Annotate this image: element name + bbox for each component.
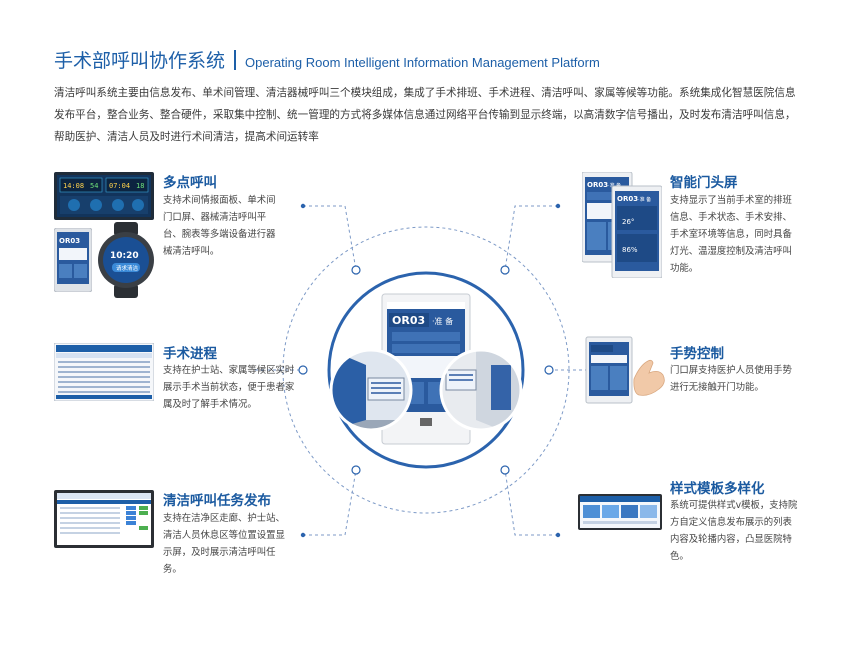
- panel-digit-3: 07:04: [109, 182, 130, 190]
- panel-digit-4: 18: [136, 182, 144, 190]
- node-dot: [544, 365, 554, 375]
- connector-template: [504, 469, 558, 536]
- intro-paragraph: 清洁呼叫系统主要由信息发布、单术间管理、清洁器械呼叫三个模块组成，集成了手术排班…: [54, 87, 796, 143]
- cleaning-task-screen-image: [54, 490, 154, 548]
- hand-icon: [633, 359, 665, 396]
- feature-title-door: 智能门头屏: [670, 175, 738, 191]
- feature-title-template: 样式模板多样化: [670, 481, 765, 497]
- feature-title-progress: 手术进程: [163, 346, 217, 362]
- title-divider: [234, 50, 237, 70]
- door-humidity: 86%: [622, 246, 638, 254]
- feature-title-cleaning: 清洁呼叫任务发布: [163, 493, 271, 509]
- feature-title-multi-call: 多点呼叫: [163, 175, 217, 191]
- node-dot: [298, 365, 308, 375]
- panel-digit-1: 14:08: [63, 182, 84, 190]
- door-temperature: 26°: [622, 218, 634, 226]
- node-dot: [500, 265, 510, 275]
- door-room-number-front: OR03: [587, 181, 608, 189]
- feature-desc-gesture: 门口屏支持医护人员使用手势进行无接触开门功能。: [670, 365, 792, 393]
- feature-desc-template: 系统可提供样式v模板，支持院方自定义信息发布展示的列表内容及轮播内容，凸显医院特…: [670, 500, 798, 562]
- feature-desc-multi-call: 支持术间情报面板、单术间门口屏、器械清洁呼叫平台、腕表等多端设备进行器械清洁呼叫…: [163, 195, 276, 257]
- door-status-back: ·准 备: [638, 196, 651, 203]
- feature-desc-progress: 支持在护士站、家属等候区实时展示手术当前状态，便于患者家属及时了解手术情况。: [163, 365, 295, 410]
- smartwatch-device-image: 10:20 请求清洁: [98, 222, 154, 298]
- door-tablet-device-image: OR03: [54, 228, 92, 292]
- feature-title-gesture: 手势控制: [670, 346, 724, 362]
- template-screen-image: [578, 494, 662, 530]
- hub-room-number: OR03: [392, 314, 425, 327]
- connector-cleaning: [303, 469, 357, 536]
- hub-room-status: ·准 备: [432, 316, 453, 326]
- page-subtitle: Operating Room Intelligent Information M…: [245, 55, 600, 70]
- connector-door: [504, 205, 558, 271]
- feature-desc-door: 支持显示了当前手术室的排班信息、手术状态、手术安排、手术室环境等信息，同时具备灯…: [670, 195, 792, 274]
- gesture-control-image: [585, 336, 665, 404]
- watch-call-label: 请求清洁: [116, 264, 139, 272]
- door-screen-device-image: OR03 ·准 备 OR03 ·准 备 26° 86%: [582, 172, 662, 278]
- node-dot: [351, 465, 361, 475]
- progress-screen-image: [54, 343, 154, 401]
- node-dot: [500, 465, 510, 475]
- call-panel-device-image: 14:08 54 07:04 18: [54, 172, 154, 220]
- header: 手术部呼叫协作系统 Operating Room Intelligent Inf…: [54, 46, 600, 73]
- node-dot: [351, 265, 361, 275]
- watch-time: 10:20: [110, 251, 139, 261]
- central-hub-illustration: OR03 ·准 备: [327, 271, 525, 469]
- feature-desc-cleaning: 支持在洁净区走廊、护士站、清洁人员休息区等位置设置显示屏，及时展示清洁呼叫任务。: [163, 513, 285, 575]
- page-title: 手术部呼叫协作系统: [54, 50, 226, 72]
- connector-multi-call: [303, 205, 357, 271]
- panel-digit-2: 54: [90, 182, 98, 190]
- tablet-room-number: OR03: [59, 237, 80, 245]
- door-room-number-back: OR03: [617, 195, 638, 203]
